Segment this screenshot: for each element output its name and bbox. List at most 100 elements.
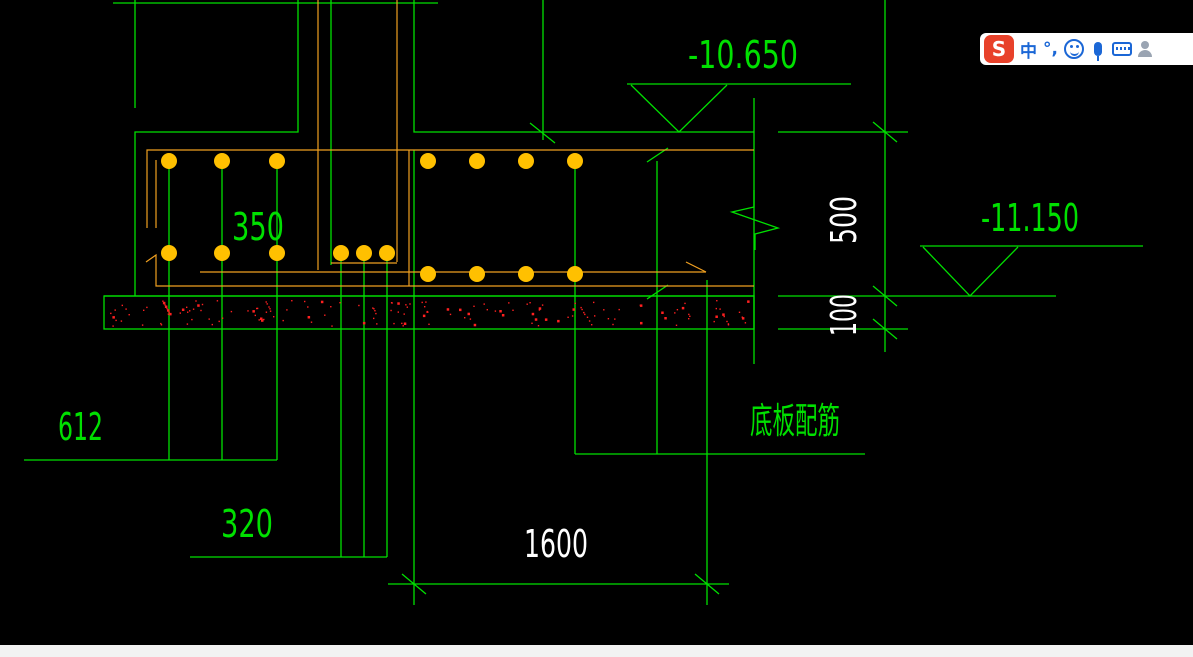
concrete-speckle	[169, 312, 172, 316]
bottom-status-strip	[0, 645, 1193, 657]
sogou-logo-icon[interactable]: S	[984, 35, 1014, 63]
concrete-speckle	[716, 300, 718, 302]
concrete-speckle	[247, 310, 249, 312]
concrete-speckle	[125, 308, 127, 310]
concrete-speckle	[405, 304, 407, 306]
concrete-speckle	[688, 318, 690, 320]
concrete-speckle	[307, 306, 309, 308]
concrete-speckle	[583, 311, 585, 314]
concrete-speckle	[727, 324, 730, 326]
user-icon[interactable]	[1137, 41, 1152, 57]
concrete-speckle	[534, 318, 538, 321]
concrete-speckle	[256, 307, 259, 310]
concrete-speckle	[339, 302, 341, 304]
concrete-speckle	[684, 302, 686, 305]
concrete-speckle	[146, 306, 148, 309]
concrete-speckle	[639, 304, 643, 307]
concrete-speckle	[567, 316, 569, 318]
concrete-speckle	[211, 323, 213, 326]
concrete-speckle	[473, 305, 475, 307]
concrete-speckle	[263, 318, 265, 321]
concrete-speckle	[254, 314, 256, 317]
dimension-612-label: 612	[58, 405, 103, 449]
concrete-speckle	[591, 324, 593, 326]
concrete-speckle	[614, 318, 616, 320]
concrete-speckle	[164, 304, 166, 306]
concrete-speckle	[260, 317, 263, 320]
concrete-speckle	[192, 308, 195, 310]
rebar-dot	[333, 245, 349, 261]
concrete-speckle	[160, 322, 162, 325]
concrete-speckle	[664, 317, 667, 320]
concrete-speckle	[526, 303, 528, 305]
concrete-speckle	[603, 309, 605, 311]
ime-toolbar[interactable]: S 中 °,	[980, 33, 1193, 65]
concrete-speckle	[574, 302, 576, 305]
concrete-speckle	[112, 316, 115, 319]
microphone-icon[interactable]	[1093, 42, 1102, 61]
concrete-speckle	[187, 311, 189, 313]
rebar-dot	[214, 245, 230, 261]
concrete-speckle	[143, 309, 145, 311]
ime-punctuation-toggle[interactable]: °,	[1043, 39, 1058, 59]
concrete-speckle	[358, 304, 360, 307]
concrete-speckle	[486, 309, 488, 311]
concrete-speckle	[723, 315, 725, 318]
concrete-speckle	[726, 320, 728, 323]
concrete-speckle	[216, 300, 219, 302]
concrete-speckle	[661, 311, 664, 314]
concrete-speckle	[512, 309, 514, 311]
concrete-speckle	[689, 315, 691, 317]
concrete-speckle	[273, 316, 275, 318]
keyboard-icon[interactable]	[1111, 42, 1132, 56]
concrete-speckle	[114, 309, 116, 311]
concrete-speckle	[362, 321, 366, 325]
concrete-speckle	[121, 304, 123, 307]
elevation-top-label: -10.650	[688, 33, 798, 77]
rebar-dot	[518, 266, 534, 282]
concrete-speckle	[110, 312, 112, 315]
emoji-icon[interactable]	[1063, 39, 1084, 59]
concrete-speckle	[201, 303, 204, 306]
concrete-speckle	[715, 307, 717, 310]
concrete-speckle	[230, 310, 233, 313]
concrete-speckle	[538, 307, 542, 310]
concrete-speckle	[688, 313, 690, 316]
concrete-speckle	[390, 309, 392, 312]
dimension-320-label: 320	[221, 502, 273, 546]
concrete-speckle	[179, 312, 181, 314]
concrete-speckle	[208, 318, 210, 320]
concrete-speckle	[324, 314, 326, 316]
concrete-speckle	[191, 318, 193, 321]
concrete-speckle	[538, 309, 541, 311]
concrete-speckle	[120, 320, 123, 322]
concrete-speckle	[508, 302, 510, 304]
concrete-speckle	[422, 314, 426, 318]
concrete-speckle	[307, 316, 311, 319]
ime-mode-toggle[interactable]: 中	[1020, 41, 1037, 62]
concrete-speckle	[252, 310, 255, 313]
concrete-speckle	[221, 317, 224, 319]
concrete-speckle	[675, 324, 678, 326]
rebar-dots	[161, 153, 583, 282]
concrete-speckle	[258, 319, 260, 321]
concrete-speckle	[499, 310, 502, 313]
concrete-speckle	[402, 325, 404, 327]
concrete-speckle	[266, 303, 268, 305]
concrete-speckle	[186, 306, 188, 308]
concrete-speckle	[557, 319, 560, 323]
concrete-speckle	[715, 315, 718, 318]
rebar-dot	[469, 153, 485, 169]
concrete-speckle	[166, 307, 168, 310]
concrete-speckle	[738, 311, 741, 313]
rebar-lines	[145, 0, 754, 287]
base-slab-reinforcement-label: 底板配筋	[750, 401, 840, 442]
concrete-speckle	[744, 322, 747, 324]
concrete-speckle	[168, 311, 170, 313]
concrete-speckle	[265, 311, 268, 313]
rebar-dot	[161, 245, 177, 261]
concrete-speckle	[449, 313, 452, 316]
concrete-speckle	[640, 321, 643, 325]
concrete-speckle	[115, 319, 117, 322]
